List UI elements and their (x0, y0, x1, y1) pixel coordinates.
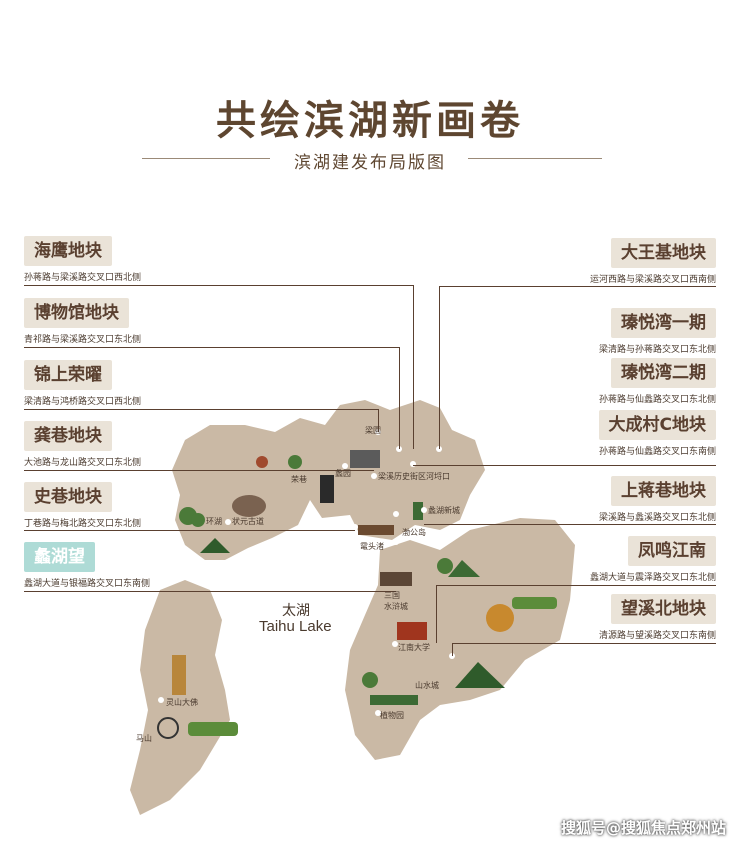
subtitle-right-rule (468, 158, 602, 159)
watermark: 搜狐号@搜狐焦点郑州站 (560, 819, 726, 837)
hiker-landmark (256, 456, 268, 468)
hall-landmark (380, 572, 412, 586)
label-wangxi[interactable]: 望溪北地块 (611, 594, 716, 624)
land-peninsula-south (130, 580, 230, 815)
connector-jinshang-v (378, 409, 379, 432)
connector-haiying (24, 285, 414, 286)
place-lihu-park: 渤公岛 (402, 528, 426, 537)
land-peninsula-east (345, 518, 575, 760)
place-zoo: 植物园 (380, 711, 404, 720)
grass-right (512, 597, 557, 609)
label-zhenyue1[interactable]: 瑧悦湾一期 (611, 308, 716, 338)
label-dacheng[interactable]: 大成村C地块 (598, 410, 716, 440)
label-shangjiang[interactable]: 上蒋巷地块 (611, 476, 716, 506)
connector-dacheng (413, 465, 716, 466)
buddha-landmark (172, 655, 186, 695)
place-mashan: 马山 (136, 734, 152, 743)
label-dawangji[interactable]: 大王基地块 (611, 238, 716, 268)
addr-dawangji: 运河西路与梁溪路交叉口西南侧 (589, 275, 716, 285)
label-fengming[interactable]: 凤鸣江南 (628, 536, 716, 566)
connector-wangxi (452, 643, 716, 644)
place-yuantouzhu: 鼋头渚 (360, 542, 384, 551)
tree-cluster-west (179, 455, 302, 527)
city-landmark (350, 450, 380, 468)
place-hekoukou: 河埒口 (426, 472, 450, 481)
page-title: 共绘滨湖新画卷 (216, 97, 524, 144)
addr-jinshang: 梁清路与鸿桥路交叉口西北侧 (24, 397, 142, 407)
gate-landmark (397, 622, 427, 640)
place-lihu-newtown: 蠡湖新城 (428, 506, 460, 515)
addr-lihuwang: 蠡湖大道与银福路交叉口东南侧 (24, 579, 151, 589)
connector-lihuwang (24, 591, 396, 592)
hill-east-2 (455, 662, 505, 688)
connector-gongxiang (24, 470, 374, 471)
place-dafo: 灵山大佛 (166, 698, 198, 707)
addr-gongxiang: 大池路与龙山路交叉口东北侧 (24, 458, 142, 468)
label-shixiang[interactable]: 史巷地块 (24, 482, 112, 512)
label-jinshang[interactable]: 锦上荣曜 (24, 360, 112, 390)
addr-bowuguan: 青祁路与梁溪路交叉口东北侧 (24, 335, 142, 345)
place-xihui: 蠡园 (335, 469, 351, 478)
label-zhenyue2[interactable]: 瑧悦湾二期 (611, 358, 716, 388)
connector-shangjiang (424, 524, 716, 525)
place-sanguo: 三国 水浒城 (384, 591, 408, 611)
label-gongxiang[interactable]: 龚巷地块 (24, 421, 112, 451)
connector-dawangji-v (439, 286, 440, 449)
farmer-landmark (486, 604, 514, 632)
subtitle-left-rule (142, 158, 270, 159)
hill-east-1 (437, 558, 480, 577)
place-rongxiang: 荣巷 (291, 475, 307, 484)
connector-bowuguan (24, 347, 399, 348)
label-bowuguan[interactable]: 博物馆地块 (24, 298, 129, 328)
connector-fengming (436, 585, 716, 586)
hill-west (200, 538, 230, 553)
connector-wangxi-v (452, 643, 453, 656)
connector-bowuguan-v (399, 347, 400, 449)
place-liangyuan: 梁園 (365, 426, 381, 435)
connector-fengming-v (436, 585, 437, 643)
addr-shixiang: 丁巷路与梅北路交叉口东北侧 (24, 519, 142, 529)
rock-landmark (232, 495, 266, 517)
addr-dacheng: 孙蒋路与仙蠡路交叉口东南侧 (598, 447, 716, 457)
addr-shangjiang: 梁溪路与蠡溪路交叉口东北侧 (598, 513, 716, 523)
addr-fengming: 蠡湖大道与震泽路交叉口东北侧 (589, 573, 716, 583)
place-jiangnan-univ: 江南大学 (398, 643, 430, 652)
addr-haiying: 孙蒋路与梁溪路交叉口西北侧 (24, 273, 142, 283)
pagoda-landmark (320, 475, 334, 503)
connector-haiying-v (413, 285, 414, 449)
tree-south (362, 672, 378, 688)
place-zhuangyuan: 状元古道 (232, 517, 264, 526)
lake-label-zh: 太湖 (282, 603, 310, 619)
label-lihuwang[interactable]: 蠡湖望 (24, 542, 95, 572)
museum-landmark (370, 695, 418, 705)
addr-wangxi: 清源路与望溪路交叉口东南侧 (598, 631, 716, 641)
connector-shixiang (24, 530, 355, 531)
connector-dawangji (439, 286, 716, 287)
grass-south (188, 722, 238, 736)
lake-label-en: Taihu Lake (259, 618, 332, 635)
bridge-landmark (358, 525, 394, 535)
place-shanshui: 山水城 (415, 681, 439, 690)
tower-landmark (413, 502, 423, 520)
label-haiying[interactable]: 海鹰地块 (24, 236, 112, 266)
place-huanhu: 环湖 (206, 517, 222, 526)
addr-zhenyue2: 孙蒋路与仙蠡路交叉口东北侧 (598, 395, 716, 405)
page-subtitle: 滨湖建发布局版图 (294, 153, 446, 173)
cyclist-landmark (157, 717, 179, 739)
addr-zhenyue1: 梁清路与孙蒋路交叉口东北侧 (598, 345, 716, 355)
connector-jinshang (24, 409, 378, 410)
place-liangxi-dist: 梁溪历史街区 (378, 472, 426, 481)
